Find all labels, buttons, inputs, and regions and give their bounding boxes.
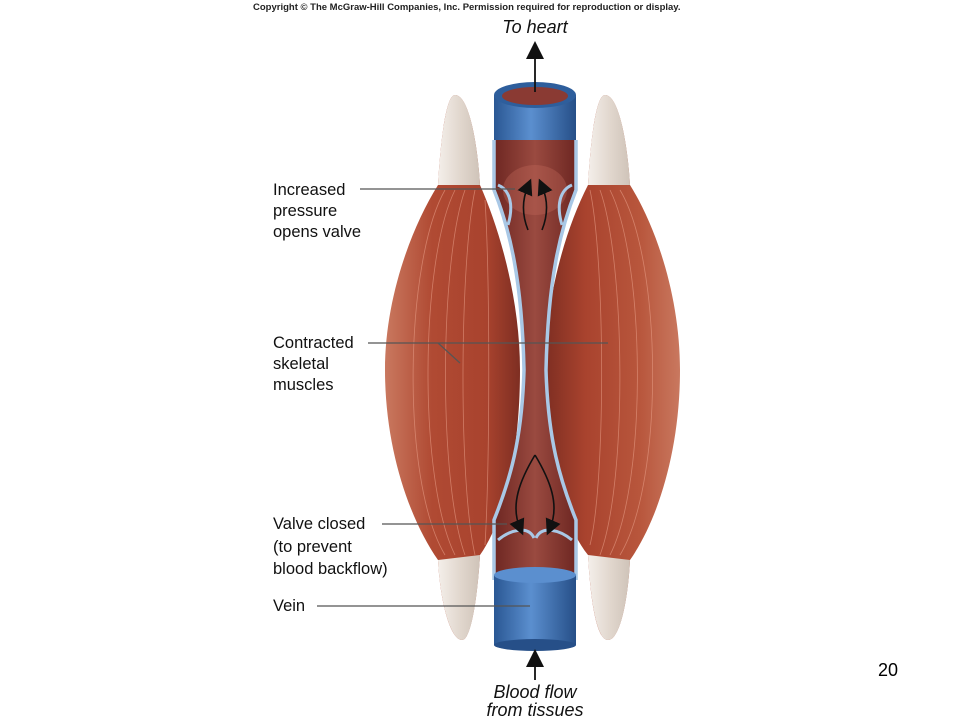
- increased-pressure-line-2: pressure: [273, 202, 338, 220]
- page-number: 20: [878, 660, 899, 680]
- contracted-muscles-line-3: muscles: [273, 376, 334, 394]
- lower-valve-arrows: [509, 454, 561, 536]
- contracted-muscles-line-2: skeletal: [273, 355, 329, 373]
- left-skeletal-muscle: [385, 95, 520, 640]
- blood-flow-label-line-1: Blood flow: [493, 682, 577, 702]
- leader-contracted-muscles: [368, 342, 608, 364]
- upper-valve-arrows: [517, 178, 553, 231]
- vein-top-segment: [494, 82, 576, 145]
- blood-flow-label-line-2: from tissues: [486, 700, 584, 720]
- vein-compressed-segment: [492, 140, 578, 580]
- right-skeletal-muscle: [545, 95, 680, 640]
- increased-pressure-line-3: opens valve: [273, 223, 362, 241]
- increased-pressure-line-1: Increased: [273, 181, 346, 199]
- to-heart-label: To heart: [502, 17, 568, 37]
- vein-label: Vein: [273, 597, 306, 615]
- vein-bottom-segment: [494, 567, 576, 651]
- contracted-muscles-line-1: Contracted: [273, 334, 354, 352]
- valve-closed-line-3: blood backflow): [273, 560, 388, 578]
- upper-valve-open: [497, 183, 573, 226]
- valve-closed-line-1: Valve closed: [273, 515, 366, 533]
- valve-closed-line-2: (to prevent: [273, 538, 352, 556]
- copyright-notice: Copyright © The McGraw-Hill Companies, I…: [253, 2, 681, 13]
